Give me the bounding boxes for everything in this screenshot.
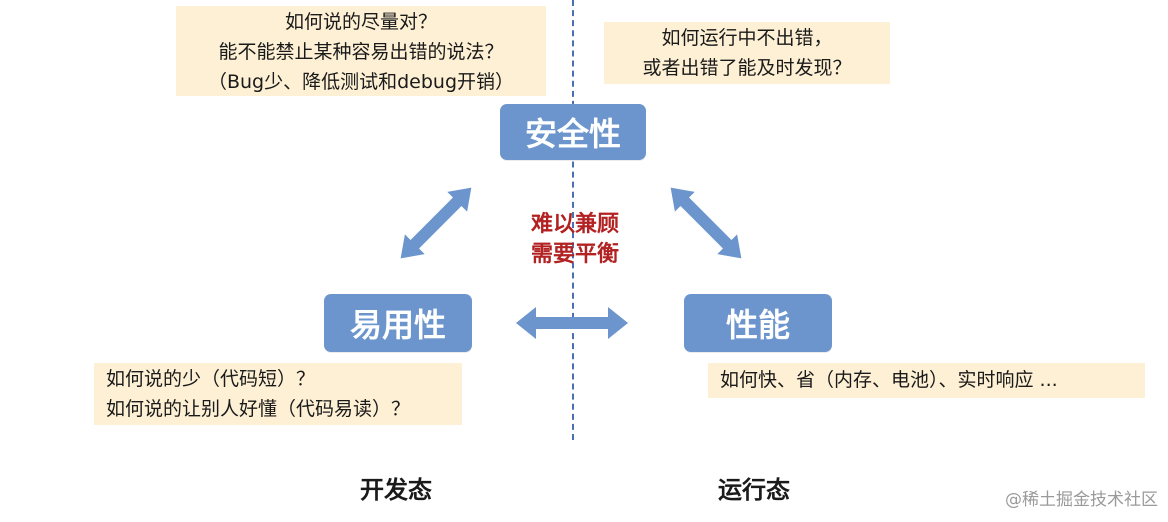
- performance-note: 如何快、省（内存、电池）、实时响应 ...: [708, 363, 1145, 398]
- dev-run-divider: [572, 0, 574, 440]
- balance-note-line1: 难以兼顾: [530, 212, 619, 237]
- usability-node: 易用性: [324, 294, 472, 352]
- arrow-safety-performance: [670, 187, 742, 259]
- dev-state-label: 开发态: [360, 476, 432, 504]
- note-line: 如何说的尽量对？: [284, 11, 437, 33]
- balance-note-line2: 需要平衡: [530, 242, 619, 267]
- watermark: @稀土掘金技术社区: [1005, 490, 1158, 510]
- run-state-label: 运行态: [718, 476, 790, 504]
- safety-run-note: 如何运行中不出错， 或者出错了能及时发现？: [604, 22, 890, 84]
- safety-dev-note: 如何说的尽量对？ 能不能禁止某种容易出错的说法？ （Bug少、降低测试和debu…: [176, 6, 546, 96]
- performance-node-label: 性能: [725, 306, 790, 344]
- arrow-usability-performance: [516, 307, 628, 339]
- arrow-safety-usability: [400, 187, 472, 259]
- note-line: 如何运行中不出错，: [661, 27, 833, 49]
- safety-node-label: 安全性: [524, 115, 621, 153]
- note-line: 能不能禁止某种容易出错的说法？: [218, 41, 504, 63]
- safety-node: 安全性: [500, 104, 646, 160]
- usability-note: 如何说的少（代码短）？ 如何说的让别人好懂（代码易读）？: [94, 363, 462, 425]
- note-line: 如何说的让别人好懂（代码易读）？: [106, 398, 411, 420]
- usability-node-label: 易用性: [349, 306, 446, 344]
- note-line: 或者出错了能及时发现？: [642, 57, 852, 79]
- balance-note: 难以兼顾 需要平衡: [500, 210, 650, 270]
- performance-node: 性能: [684, 294, 832, 352]
- note-line: （Bug少、降低测试和debug开销）: [207, 71, 515, 93]
- note-line: 如何说的少（代码短）？: [106, 368, 316, 390]
- note-line: 如何快、省（内存、电池）、实时响应 ...: [720, 369, 1058, 391]
